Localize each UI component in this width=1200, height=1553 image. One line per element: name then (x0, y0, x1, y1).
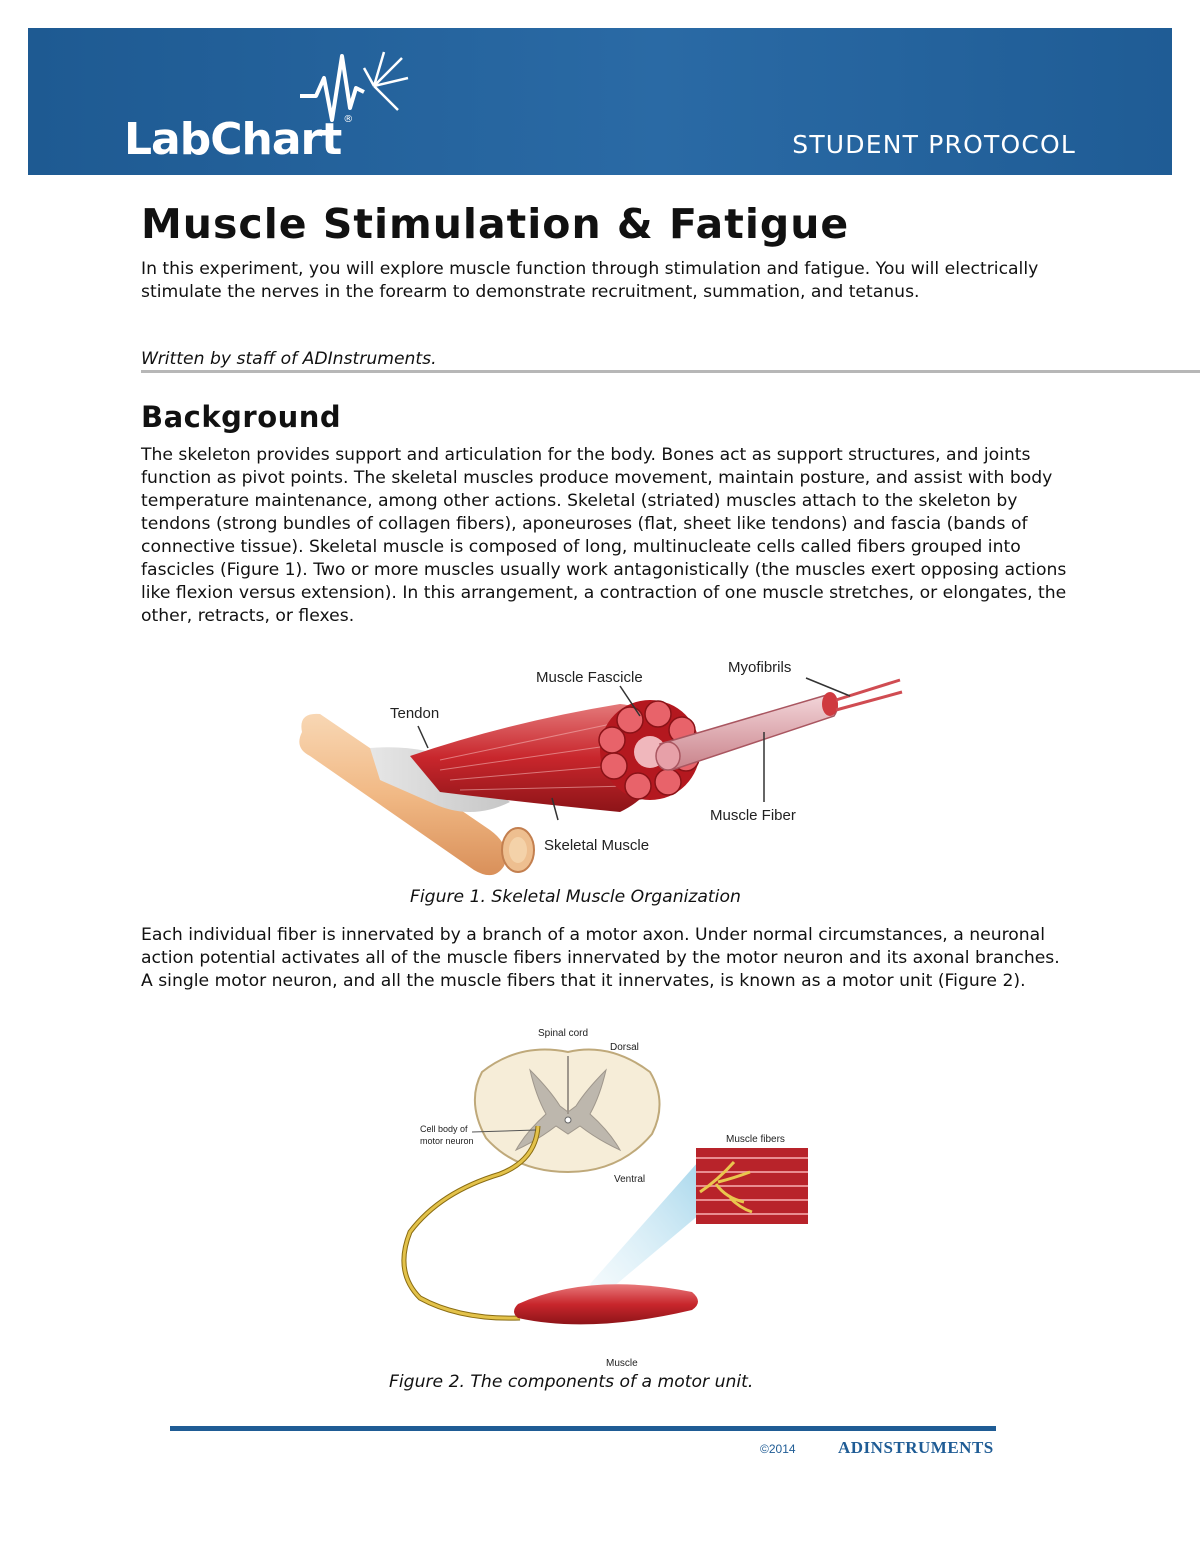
intro-paragraph: In this experiment, you will explore mus… (141, 259, 1039, 302)
fascicle-cross-section (598, 700, 700, 800)
spinal-cord-shape (473, 1048, 661, 1174)
header-banner: LabChart® STUDENT PROTOCOL (28, 28, 1172, 175)
footer-copyright: ©2014 (760, 1442, 796, 1456)
myofibrils-label: Myofibrils (728, 659, 791, 676)
ventral-label: Ventral (614, 1174, 645, 1185)
muscle-shape (514, 1284, 698, 1325)
adinstruments-logo: ADINSTRUMENTS (838, 1438, 994, 1457)
background-heading: Background (141, 400, 342, 434)
background-paragraph-1: The skeleton provides support and articu… (141, 445, 1067, 626)
muscle-fiber-shape (655, 678, 903, 771)
dorsal-label: Dorsal (610, 1042, 639, 1053)
labchart-logo: LabChart® (124, 114, 353, 165)
section-divider (141, 370, 1200, 373)
figure-2-caption: Figure 2. The components of a motor unit… (389, 1372, 754, 1392)
tendon-label: Tendon (390, 705, 439, 722)
figure-2-motor-unit-diagram: Spinal cord Dorsal Ventral Cell body of … (401, 1028, 808, 1369)
skeletal-muscle-label: Skeletal Muscle (544, 837, 649, 854)
document-title: Muscle Stimulation & Fatigue (141, 200, 850, 248)
muscle-fiber-label: Muscle Fiber (710, 807, 796, 824)
cell-body-label-line-2: motor neuron (420, 1136, 474, 1146)
cell-body-label-line-1: Cell body of (420, 1124, 468, 1134)
author-line: Written by staff of ADInstruments. (141, 349, 437, 369)
muscle-fascicle-label: Muscle Fascicle (536, 669, 643, 686)
figure-1-caption: Figure 1. Skeletal Muscle Organization (410, 887, 741, 907)
labchart-wave-logo-icon (300, 51, 409, 122)
spinal-cord-label: Spinal cord (538, 1028, 588, 1039)
background-paragraph-2: Each individual fiber is innervated by a… (141, 925, 1060, 991)
muscle-fibers-label: Muscle fibers (726, 1134, 785, 1145)
muscle-label: Muscle (606, 1358, 638, 1369)
protocol-label: STUDENT PROTOCOL (792, 130, 1076, 159)
bone-shape (299, 713, 535, 876)
footer-divider (170, 1426, 996, 1431)
figure-1-skeletal-muscle-diagram: Tendon Muscle Fascicle Myofibrils Muscle… (299, 659, 903, 876)
muscle-fibers-inset (696, 1148, 808, 1224)
